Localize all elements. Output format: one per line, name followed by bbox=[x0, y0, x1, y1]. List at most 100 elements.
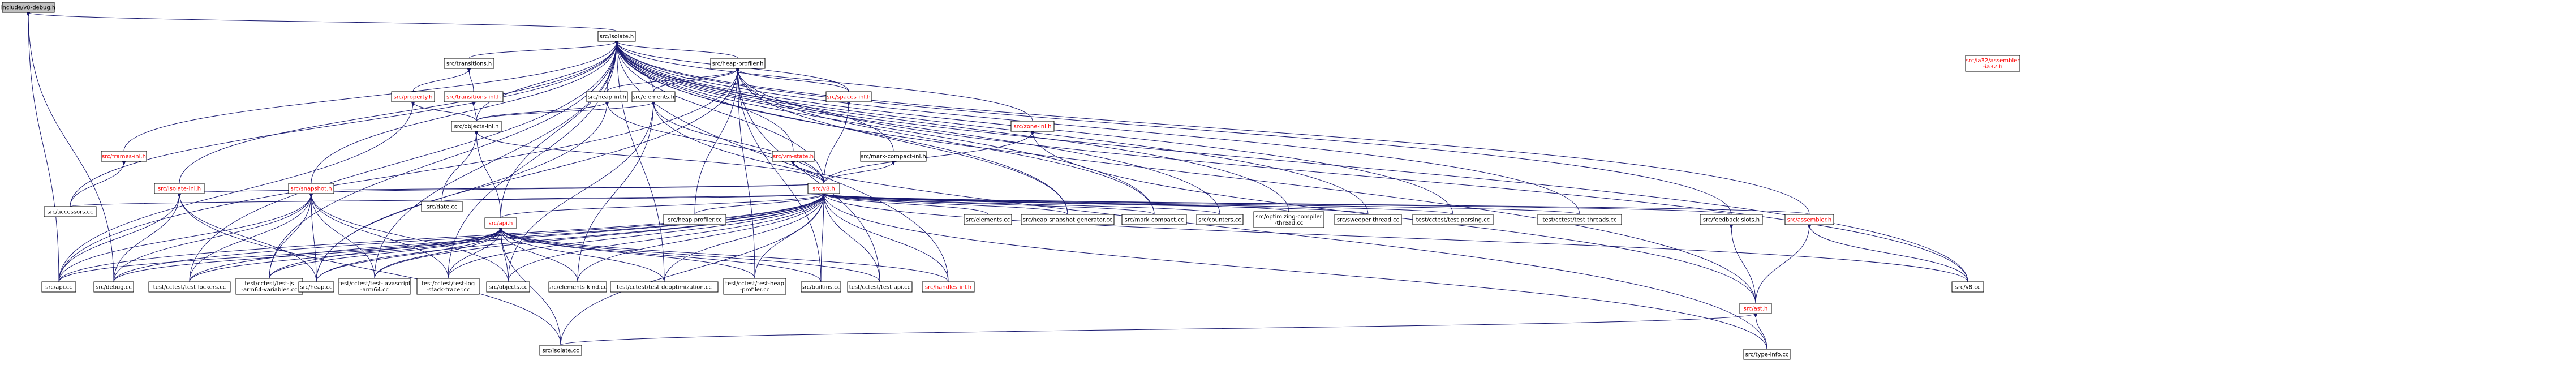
dependency-edge bbox=[617, 41, 1732, 215]
node-box bbox=[1784, 214, 1834, 225]
dependency-edge bbox=[607, 68, 738, 92]
node-feedback-slots[interactable]: src/feedback-slots.h bbox=[1700, 214, 1763, 225]
dependency-edge bbox=[269, 228, 501, 279]
node-box bbox=[801, 281, 841, 293]
dependency-edge bbox=[374, 194, 824, 279]
node-handles-inl[interactable]: src/handles-inl.h bbox=[922, 281, 975, 293]
node-type-info[interactable]: src/type-info.cc bbox=[1743, 349, 1791, 360]
dependency-edge bbox=[501, 228, 578, 282]
node-box bbox=[663, 214, 726, 225]
node-label: src/zone-inl.h bbox=[1014, 124, 1052, 130]
node-accessors[interactable]: src/accessors.cc bbox=[44, 206, 97, 217]
node-elements-kind[interactable]: src/elements-kind.cc bbox=[548, 281, 607, 293]
dependency-edge bbox=[738, 68, 880, 282]
dependency-edge bbox=[58, 194, 824, 282]
node-label: src/heap.cc bbox=[300, 285, 332, 291]
node-elements-cc[interactable]: src/elements.cc bbox=[964, 214, 1012, 225]
dependency-edge bbox=[617, 41, 1810, 215]
dependency-edge bbox=[793, 161, 824, 184]
node-test-lockers[interactable]: test/cctest/test-lockers.cc bbox=[148, 281, 231, 293]
node-v8-h[interactable]: src/v8.h bbox=[807, 183, 840, 194]
node-box bbox=[807, 183, 840, 194]
node-box bbox=[1334, 214, 1402, 225]
node-box bbox=[1965, 55, 2020, 72]
node-isolate-cc[interactable]: src/isolate.cc bbox=[539, 345, 582, 356]
node-counters-cc[interactable]: src/counters.cc bbox=[1196, 214, 1244, 225]
node-box bbox=[101, 151, 147, 162]
node-label: -ia32.h bbox=[1983, 64, 2003, 70]
node-sweeper[interactable]: src/sweeper-thread.cc bbox=[1334, 214, 1402, 225]
node-v8-cc[interactable]: src/v8.cc bbox=[1951, 281, 1984, 293]
node-date[interactable]: src/date.cc bbox=[421, 201, 463, 212]
dependency-edge bbox=[189, 194, 824, 282]
node-builtins[interactable]: src/builtins.cc bbox=[801, 281, 841, 293]
dependency-edge bbox=[476, 101, 653, 122]
dependency-edge bbox=[113, 194, 824, 282]
node-test-threads[interactable]: test/cctest/test-threads.cc bbox=[1537, 214, 1622, 225]
dependency-edge bbox=[824, 193, 1732, 215]
node-frames-inl[interactable]: src/frames-inl.h bbox=[101, 151, 147, 162]
dependency-edge bbox=[824, 193, 1068, 215]
dependency-edge bbox=[694, 68, 738, 215]
node-zone-inl[interactable]: src/zone-inl.h bbox=[1010, 121, 1055, 132]
dependency-edge bbox=[58, 228, 501, 282]
node-assembler-h[interactable]: src/assembler.h bbox=[1784, 214, 1834, 225]
node-heap-profiler-cc[interactable]: src/heap-profiler.cc bbox=[663, 214, 726, 225]
node-objects-cc[interactable]: src/objects.cc bbox=[486, 281, 530, 293]
node-test-js-arm64[interactable]: test/cctest/test-js-arm64-variables.cc bbox=[235, 278, 303, 295]
dependency-edge bbox=[1809, 225, 1968, 282]
node-test-log-stack[interactable]: test/cctest/test-log-stack-tracer.cc bbox=[416, 278, 480, 295]
node-opt-compiler[interactable]: src/optimizing-compiler-thread.cc bbox=[1253, 211, 1324, 228]
node-api-cc[interactable]: src/api.cc bbox=[41, 281, 76, 293]
dependency-edge bbox=[123, 41, 617, 152]
node-vm-state[interactable]: src/vm-state.h bbox=[772, 151, 815, 162]
node-elements-h[interactable]: src/elements.h bbox=[631, 91, 676, 102]
node-label: src/assembler.h bbox=[1787, 217, 1831, 224]
dependency-edge bbox=[824, 194, 1968, 282]
node-label: src/elements.cc bbox=[966, 217, 1010, 224]
dependency-edge bbox=[113, 194, 179, 282]
node-label: src/handles-inl.h bbox=[925, 285, 971, 291]
node-ia32-asm[interactable]: src/ia32/assembler-ia32.h bbox=[1965, 55, 2020, 72]
node-ast-h[interactable]: src/ast.h bbox=[1739, 303, 1772, 314]
node-heap-profiler-h[interactable]: src/heap-profiler.h bbox=[710, 58, 766, 69]
node-api-h[interactable]: src/api.h bbox=[484, 217, 517, 229]
dependency-edge bbox=[311, 183, 824, 194]
node-heap-cc[interactable]: src/heap.cc bbox=[298, 281, 334, 293]
node-label: src/property.h bbox=[394, 95, 433, 101]
node-isolate-inl[interactable]: src/isolate-inl.h bbox=[154, 183, 205, 194]
node-heap-snapshot-gen[interactable]: src/heap-snapshot-generator.cc bbox=[1021, 214, 1115, 225]
node-snapshot-h[interactable]: src/snapshot.h bbox=[288, 183, 334, 194]
node-label: src/elements.h bbox=[633, 95, 674, 101]
dependency-edge bbox=[820, 194, 824, 282]
node-test-parsing[interactable]: test/cctest/test-parsing.cc bbox=[1412, 214, 1494, 225]
node-box bbox=[486, 281, 530, 293]
dependency-edge bbox=[1731, 225, 1756, 304]
node-heap-inl[interactable]: src/heap-inl.h bbox=[586, 91, 628, 102]
node-test-api[interactable]: test/cctest/test-api.cc bbox=[847, 281, 913, 293]
node-objects-inl[interactable]: src/objects-inl.h bbox=[451, 121, 502, 132]
dependency-edge bbox=[468, 41, 617, 59]
node-box bbox=[93, 281, 134, 293]
node-transitions-inl[interactable]: src/transitions-inl.h bbox=[444, 91, 504, 102]
node-label: -stack-tracer.cc bbox=[427, 287, 470, 293]
node-debug-cc[interactable]: src/debug.cc bbox=[93, 281, 134, 293]
node-box bbox=[416, 278, 480, 295]
node-mark-compact-inl[interactable]: src/mark-compact-inl.h bbox=[860, 151, 927, 162]
dependency-edge bbox=[607, 102, 824, 184]
dependency-edge bbox=[824, 193, 988, 215]
node-label: test/cctest/test-javascript bbox=[338, 281, 411, 287]
node-label: src/heap-profiler.h bbox=[712, 61, 764, 67]
node-spaces-inl[interactable]: src/spaces-inl.h bbox=[825, 91, 872, 102]
node-transitions-h[interactable]: src/transitions.h bbox=[444, 58, 494, 69]
node-test-heap-profiler[interactable]: test/cctest/test-heap-profiler.cc bbox=[723, 278, 786, 295]
node-label: test/cctest/test-log bbox=[422, 281, 475, 287]
node-mark-compact-cc[interactable]: src/mark-compact.cc bbox=[1121, 214, 1187, 225]
dependency-edge bbox=[824, 193, 1369, 215]
node-box bbox=[2, 2, 55, 13]
node-property-h[interactable]: src/property.h bbox=[391, 91, 435, 102]
node-test-javascript-arm64[interactable]: test/cctest/test-javascript-arm64.cc bbox=[338, 278, 411, 295]
node-test-deopt[interactable]: test/cctest/test-deoptimization.cc bbox=[610, 281, 719, 293]
node-isolate-h[interactable]: src/isolate.h bbox=[597, 31, 636, 42]
dependency-edge bbox=[58, 194, 311, 282]
